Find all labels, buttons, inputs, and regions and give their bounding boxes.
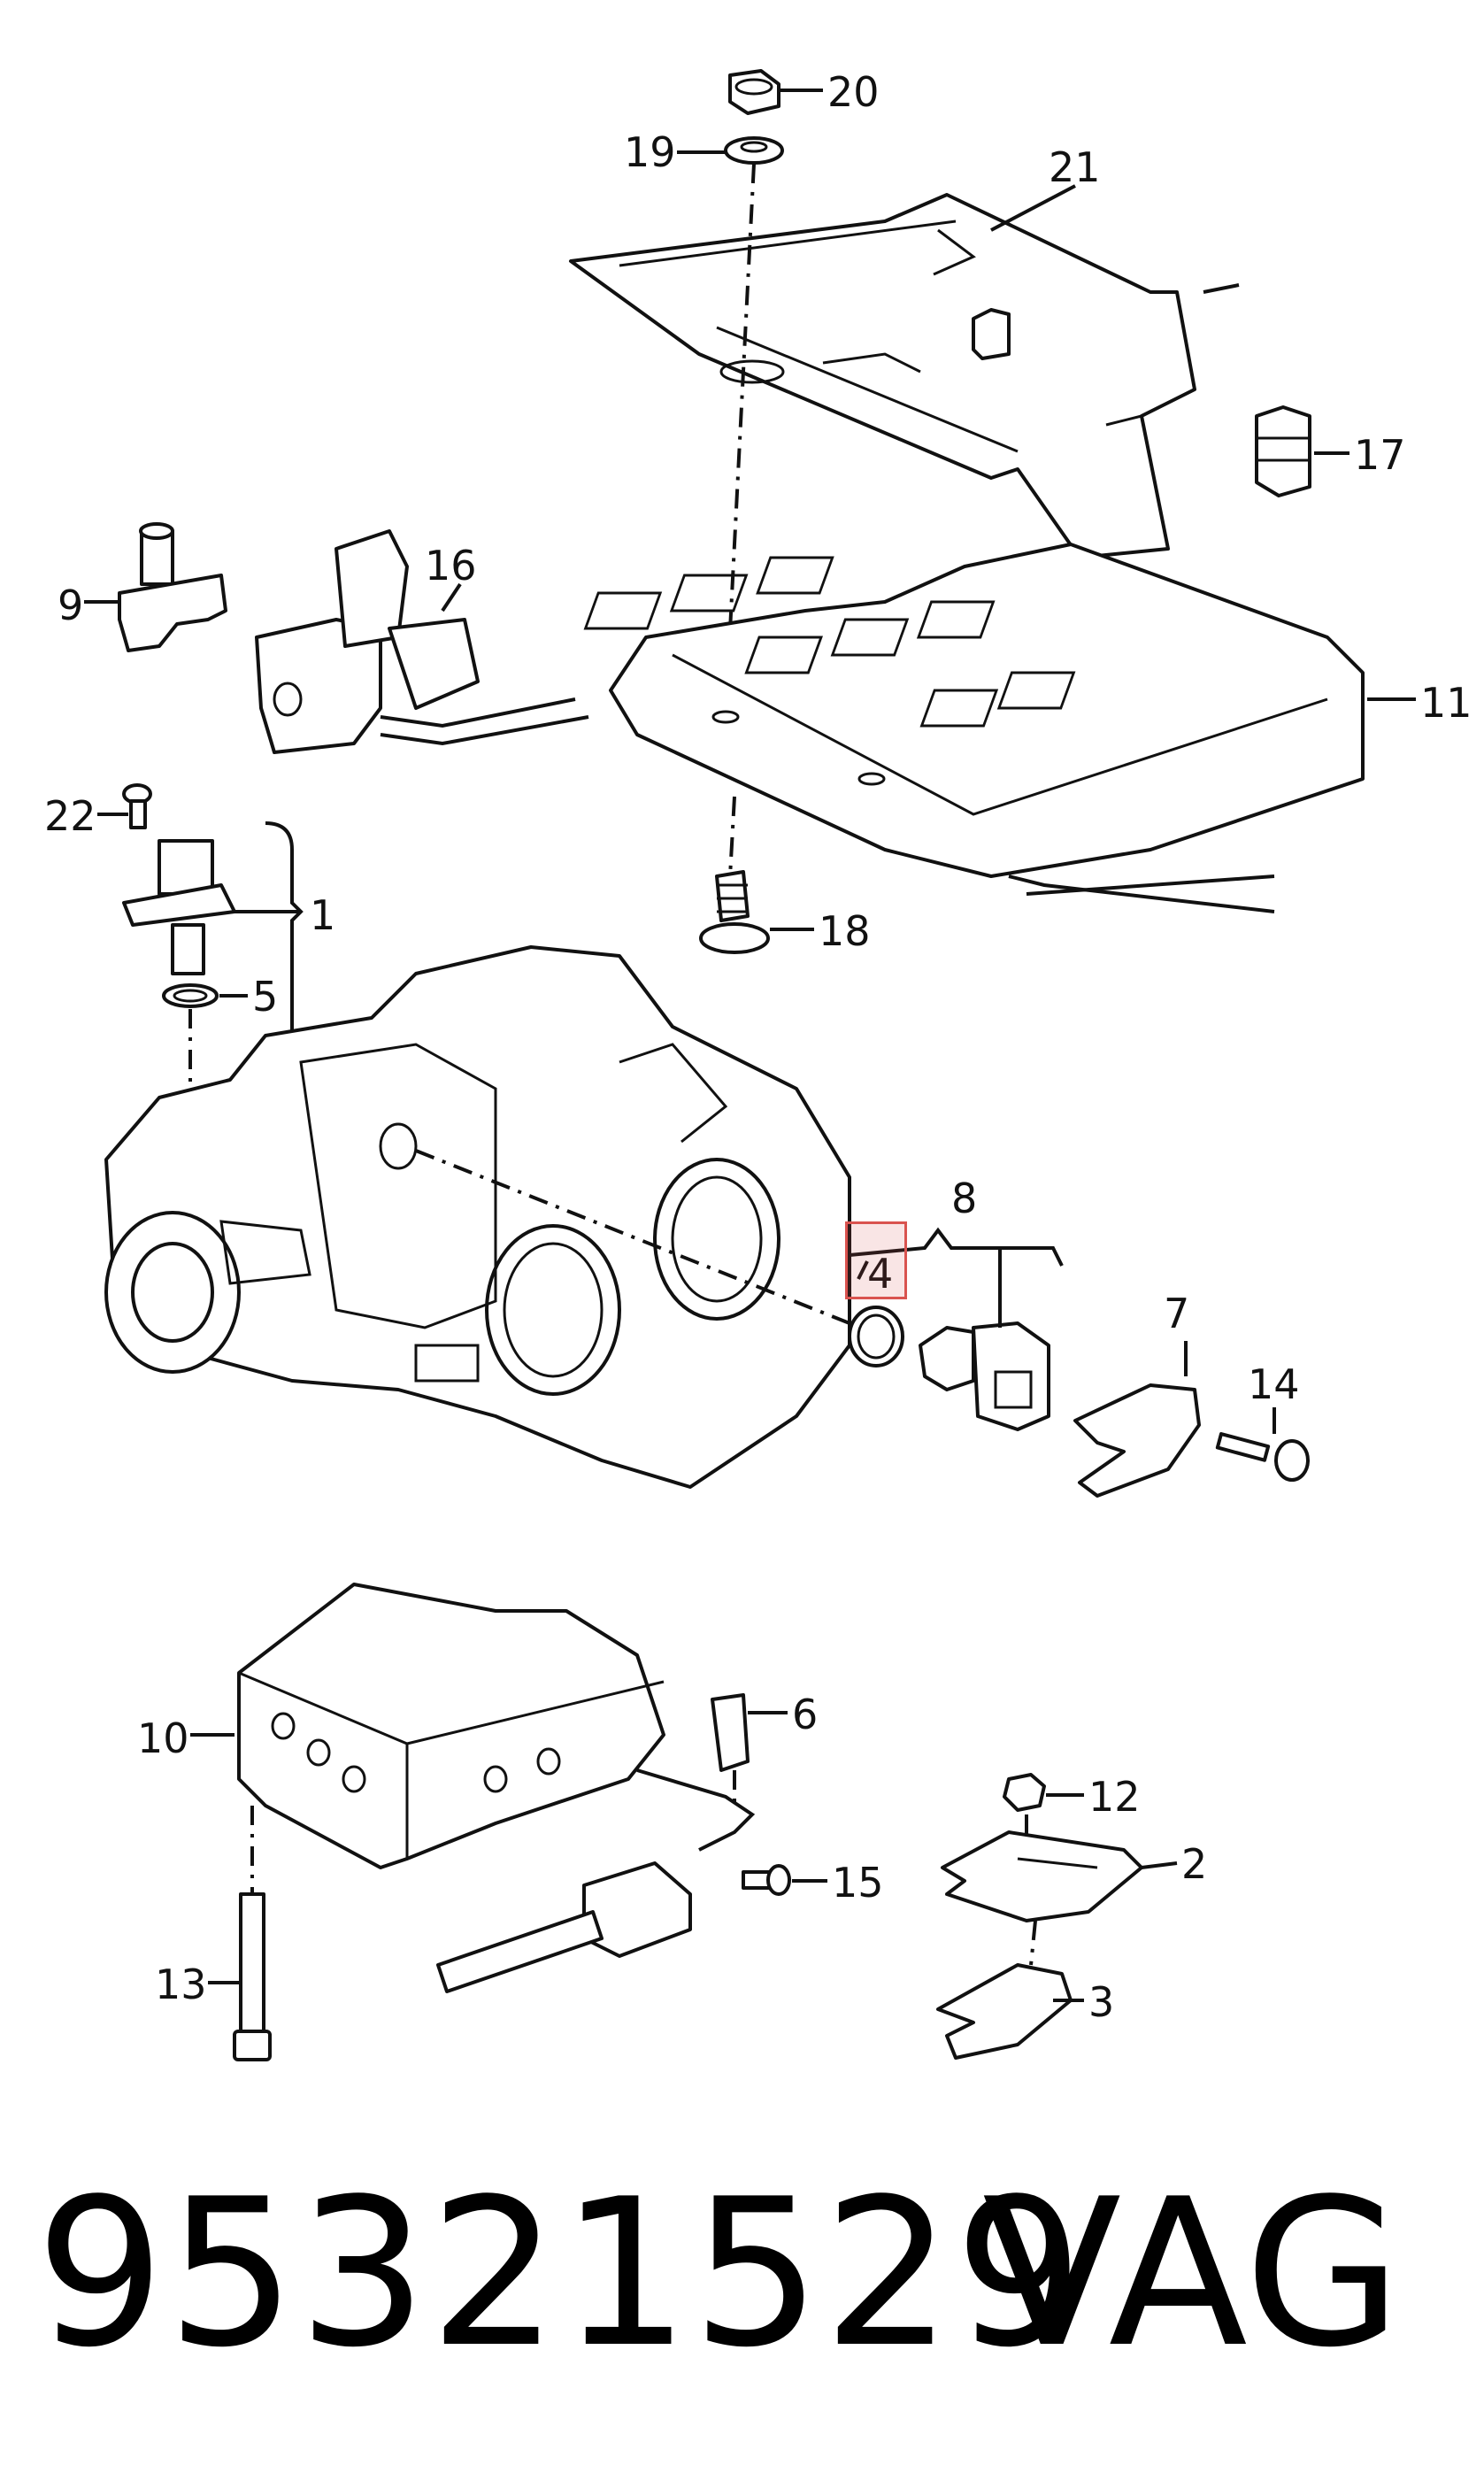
bolt-part-15 [742, 1864, 791, 1896]
sensor-part-8 [919, 1321, 1050, 1431]
retainer-part-7 [1073, 1383, 1201, 1498]
callout-2: 2 [1181, 1840, 1207, 1888]
temperature-sensor-harness [436, 1861, 692, 1993]
callout-4-highlight-box [845, 1221, 907, 1299]
bracket-part-3 [936, 1963, 1073, 2060]
callout-17: 17 [1354, 431, 1406, 479]
callout-8: 8 [951, 1175, 977, 1222]
washer-part-19 [724, 136, 784, 165]
callout-14: 14 [1248, 1360, 1300, 1408]
nut-part-12 [1003, 1773, 1046, 1812]
callout-1: 1 [310, 891, 335, 939]
bolt-part-13 [233, 1892, 272, 2061]
callout-3: 3 [1088, 1978, 1114, 2026]
callout-16: 16 [425, 542, 477, 589]
callout-13: 13 [155, 1961, 207, 2008]
control-unit-part-11 [583, 543, 1365, 913]
callout-10: 10 [137, 1714, 189, 1762]
callout-22: 22 [44, 792, 96, 840]
bolt-part-22 [122, 783, 152, 829]
valve-body-part-10 [237, 1583, 756, 1869]
callout-12: 12 [1088, 1773, 1141, 1821]
callout-5: 5 [252, 973, 278, 1021]
oring-part-5 [162, 983, 219, 1008]
clip-part-6 [711, 1693, 750, 1772]
bracket-part-21 [569, 193, 1196, 559]
callout-21: 21 [1049, 143, 1101, 191]
bolt-part-14 [1215, 1432, 1310, 1482]
part-number: 95321529 [35, 2156, 1086, 2392]
sensor-part-9 [118, 522, 227, 652]
callout-19: 19 [624, 128, 676, 176]
clip-part-17 [1255, 405, 1311, 497]
speed-sensor-part-1 [122, 839, 236, 975]
callout-11: 11 [1420, 679, 1472, 727]
callout-4: 4 [867, 1250, 893, 1298]
callout-20: 20 [827, 68, 880, 116]
nut-part-20 [728, 69, 780, 115]
callout-15: 15 [832, 1859, 884, 1907]
transmission-housing [104, 945, 851, 1489]
brand-label: VAG [982, 2156, 1403, 2392]
bracket-part-2 [941, 1830, 1143, 1922]
callout-9: 9 [58, 582, 83, 629]
switch-part-16 [255, 529, 589, 754]
callout-6: 6 [792, 1691, 818, 1738]
callout-18: 18 [819, 907, 871, 955]
bolt-on-bracket [972, 308, 1011, 360]
oring-part-4 [848, 1306, 904, 1367]
screw-part-18 [699, 870, 770, 954]
callout-7: 7 [1164, 1290, 1189, 1337]
